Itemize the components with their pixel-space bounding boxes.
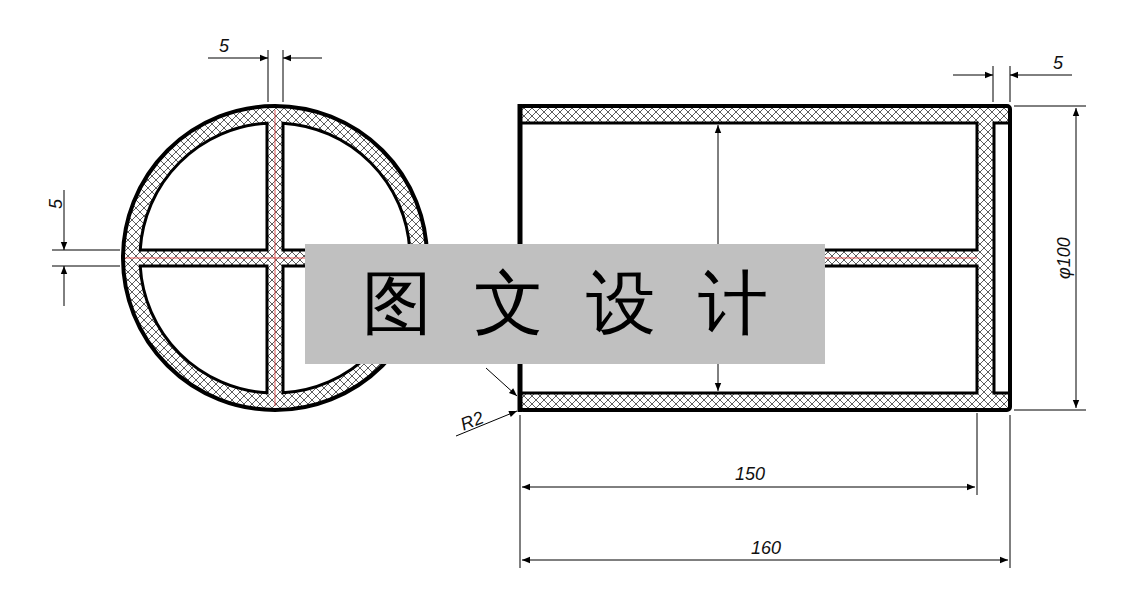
dimension-line xyxy=(522,487,975,488)
dimension-line xyxy=(283,58,322,59)
extension-line xyxy=(1010,66,1011,102)
dimension-text: φ100 xyxy=(1055,237,1073,279)
dimension-line xyxy=(208,58,268,59)
cavity xyxy=(140,266,267,393)
watermark: 图文设计 xyxy=(305,244,825,364)
extension-line xyxy=(977,413,978,495)
rim-gap xyxy=(994,123,1010,393)
cavity xyxy=(283,123,410,250)
dimension-line xyxy=(1010,75,1072,76)
dimension-text: 5 xyxy=(219,37,229,55)
dimension-text: 150 xyxy=(735,465,765,483)
dimension-line xyxy=(522,560,1008,561)
extension-line xyxy=(52,266,120,267)
extension-line xyxy=(993,66,994,102)
dimensions xyxy=(52,50,1086,568)
dimension-text: 5 xyxy=(47,199,65,209)
extension-line xyxy=(1014,106,1086,107)
extension-line xyxy=(1010,415,1011,568)
leader-line xyxy=(486,368,517,396)
cavity xyxy=(140,123,267,250)
dimension-line xyxy=(64,266,65,306)
extension-line xyxy=(52,250,120,251)
radius-text: R2 xyxy=(458,408,486,433)
dimension-text: 160 xyxy=(751,539,781,557)
dimension-line xyxy=(953,75,993,76)
dimension-text: 5 xyxy=(1053,54,1063,72)
extension-line xyxy=(520,415,521,568)
dimension-line xyxy=(1076,108,1077,408)
cavity xyxy=(520,123,977,250)
extension-line xyxy=(1014,410,1086,411)
